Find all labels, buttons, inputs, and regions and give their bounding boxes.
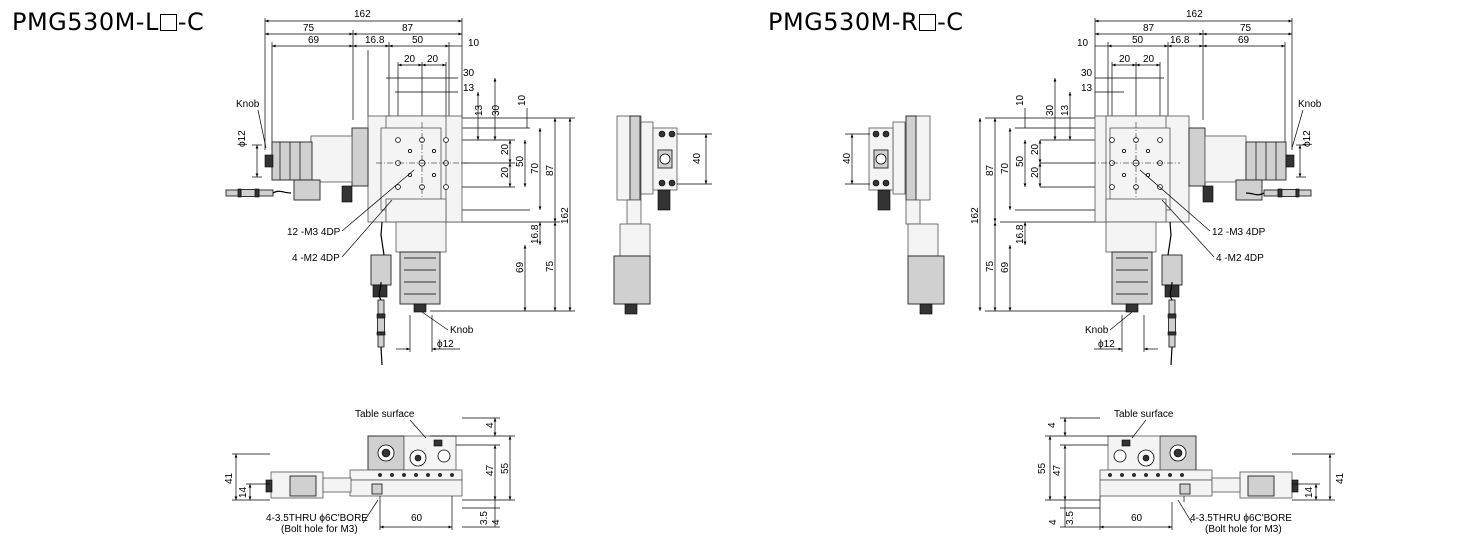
front-dim-41: 41 [1335,472,1346,484]
left-model-title: PMG530M-L-C [12,8,205,36]
vdim-75: 75 [545,260,556,272]
front-dim-55: 55 [500,462,511,474]
vdim-20b: 20 [1030,166,1041,178]
m2-tap-label: 4 -M2 4DP [292,253,340,264]
phi12-horizontal: ϕ12 [1098,339,1115,350]
dim-75: 75 [1240,23,1252,34]
vdim-16-8: 16.8 [530,224,541,244]
dim-16-8: 16.8 [1170,35,1190,46]
vdim-69: 69 [515,261,526,273]
left-right-dimensions: 13 30 10 20 20 50 70 87 162 16.8 69 75 [386,78,575,312]
dim-50: 50 [412,35,424,46]
knob-label-top: Knob [236,99,260,110]
front-dim-4b: 4 [491,519,502,525]
front-dim-47: 47 [1052,464,1063,476]
knob-label-bottom: Knob [450,325,474,336]
phi12-horizontal: ϕ12 [437,339,454,350]
left-plan-view: 162 75 87 69 16.8 50 10 20 20 30 13 [225,9,575,366]
dim-20a: 20 [404,54,416,65]
table-surface-label: Table surface [355,409,415,420]
dim-30: 30 [1081,68,1093,79]
vdim-10: 10 [517,94,528,106]
dim-50: 50 [1132,35,1144,46]
right-side-view: 40 [842,115,945,315]
knob-label-top: Knob [1298,99,1322,110]
side-dim-40: 40 [842,152,853,164]
front-dim-3-5: 3.5 [479,511,490,525]
vdim-13: 13 [1060,104,1071,116]
bore-note: (Bolt hole for M3) [1205,524,1282,535]
dim-10: 10 [1077,38,1089,49]
vdim-10: 10 [1015,94,1026,106]
right-stage-body [1090,115,1312,366]
dim-20b: 20 [427,54,439,65]
m3-tap-label: 12 -M3 4DP [1212,227,1266,238]
vdim-20a: 20 [500,143,511,155]
left-side-view: 40 [613,115,712,315]
dim-69: 69 [308,35,320,46]
front-dim-3-5: 3.5 [1065,511,1076,525]
placeholder-square-icon [919,14,937,31]
dim-16-8: 16.8 [365,35,385,46]
vdim-16-8: 16.8 [1015,224,1026,244]
dim-10: 10 [468,38,480,49]
vdim-20a: 20 [1030,143,1041,155]
right-callouts: Knob ϕ12 12 -M3 4DP 4 -M2 4DP Knob ϕ12 [1085,99,1322,352]
dim-20a: 20 [1119,54,1131,65]
vdim-87: 87 [985,164,996,176]
right-top-dimensions: 162 87 75 10 50 16.8 69 20 20 30 13 [1077,9,1293,160]
vdim-87: 87 [545,164,556,176]
vdim-50: 50 [515,155,526,167]
vdim-20b: 20 [500,166,511,178]
vdim-50: 50 [1015,155,1026,167]
m3-tap-label: 12 -M3 4DP [287,227,341,238]
side-dim-40: 40 [692,152,703,164]
dim-87: 87 [1143,23,1155,34]
vdim-69: 69 [1000,261,1011,273]
front-dim-14: 14 [1304,486,1315,498]
front-dim-14: 14 [238,486,249,498]
front-dim-4: 4 [1047,422,1058,428]
front-dim-60: 60 [411,513,423,524]
dim-13: 13 [1081,83,1093,94]
bore-note: (Bolt hole for M3) [281,524,358,535]
dim-162: 162 [1186,9,1203,20]
knob-label-bottom: Knob [1085,325,1109,336]
left-front-view: 4 47 55 3.5 4 41 14 60 Table surface 4-3… [224,409,515,535]
vdim-70: 70 [530,162,541,174]
dim-20b: 20 [1143,54,1155,65]
vdim-30: 30 [491,104,502,116]
vdim-30: 30 [1045,104,1056,116]
vdim-75: 75 [985,260,996,272]
dim-13: 13 [463,83,475,94]
placeholder-square-icon [159,14,177,31]
right-plan-view: 162 87 75 10 50 16.8 69 20 20 30 13 [970,9,1322,366]
dim-69: 69 [1238,35,1250,46]
vdim-162: 162 [970,207,981,224]
front-dim-41: 41 [224,472,235,484]
dim-162: 162 [354,9,371,20]
dim-87: 87 [402,23,414,34]
bore-label: 4-3.5THRU ϕ6C'BORE [266,513,368,524]
dim-30: 30 [463,68,475,79]
phi12-vertical: ϕ12 [237,130,248,147]
right-front-view: 4 55 47 3.5 4 41 14 60 Table surface 4-3… [1037,409,1346,535]
dim-75: 75 [303,23,315,34]
front-dim-4b: 4 [1048,519,1059,525]
m2-tap-label: 4 -M2 4DP [1216,253,1264,264]
front-dim-4: 4 [485,422,496,428]
left-stage-body [225,115,468,366]
bore-label: 4-3.5THRU ϕ6C'BORE [1190,513,1292,524]
front-dim-60: 60 [1131,513,1143,524]
phi12-vertical: ϕ12 [1302,130,1313,147]
vdim-13: 13 [474,104,485,116]
left-callouts: Knob ϕ12 12 -M3 4DP 4 -M2 4DP Knob ϕ12 [236,99,474,352]
vdim-162: 162 [560,207,571,224]
right-model-title: PMG530M-R-C [768,8,964,36]
front-dim-55: 55 [1037,462,1048,474]
front-dim-47: 47 [485,464,496,476]
table-surface-label: Table surface [1114,409,1174,420]
vdim-70: 70 [1000,162,1011,174]
